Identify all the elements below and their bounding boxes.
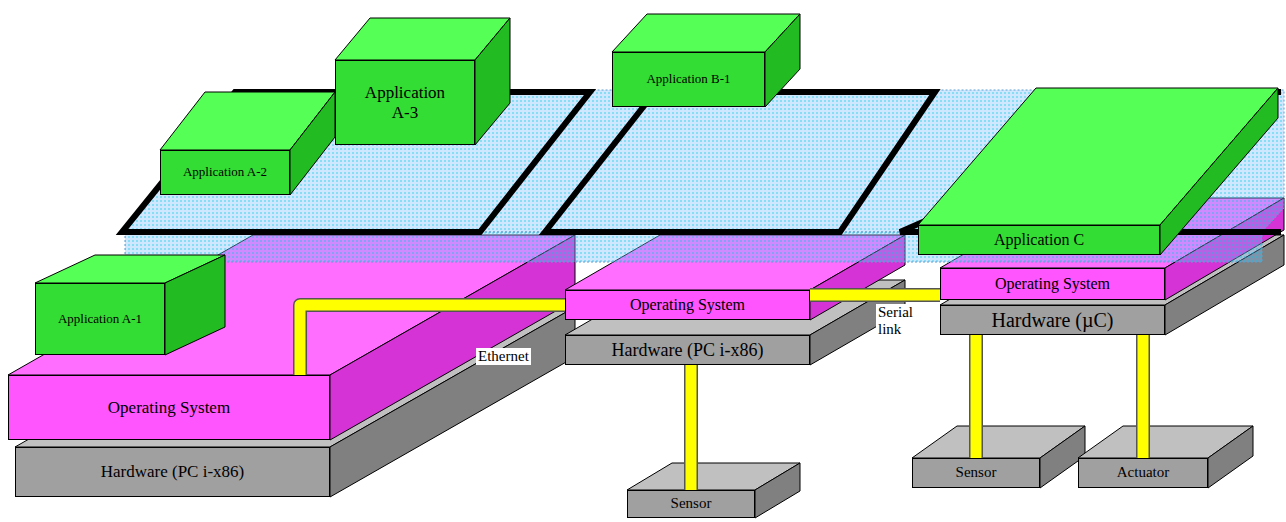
cable [1138, 335, 1149, 458]
link-label: Ethernet [476, 348, 531, 365]
node-label: Operating System [108, 398, 230, 418]
box-side [765, 14, 800, 107]
sensor-box: Sensor [912, 458, 1040, 488]
cable [969, 335, 983, 458]
node-label: Application A-3 [355, 83, 455, 122]
node-label: Actuator [1117, 464, 1169, 481]
box-side [165, 255, 225, 355]
cable-connector [300, 305, 565, 375]
node-label: Application B-1 [646, 72, 730, 87]
cable [686, 365, 697, 490]
node-label: Operating System [630, 296, 745, 314]
node-label: Hardware (PC i-x86) [612, 340, 764, 361]
os-box: Operating System [8, 375, 330, 440]
cable [684, 365, 698, 490]
node-label: Sensor [956, 464, 997, 481]
cable-connector [1143, 335, 1144, 458]
sensor-box: Sensor [627, 490, 755, 518]
application-box: Application A-1 [35, 283, 165, 355]
box-side [1160, 88, 1278, 255]
actuator-box: Actuator [1078, 458, 1208, 488]
node-label: Application A-2 [183, 165, 267, 180]
node-label: Application A-1 [58, 312, 142, 327]
box-side [330, 235, 575, 440]
box-side [755, 463, 800, 518]
cable-connector [810, 295, 940, 296]
cable [971, 335, 982, 458]
cable-connector [976, 335, 977, 458]
box-side [290, 92, 335, 195]
node-label: Hardware (µC) [991, 309, 1113, 332]
box-side [475, 18, 510, 145]
cable [300, 305, 565, 375]
node-label: Hardware (PC i-x86) [101, 462, 245, 482]
cable [1136, 335, 1150, 458]
node-label: Sensor [671, 495, 712, 512]
cable [300, 305, 565, 375]
application-box: Application C [918, 225, 1160, 255]
os-box: Operating System [565, 290, 810, 320]
cable [810, 290, 940, 301]
link-label: Serial link [876, 304, 925, 337]
node-label: Operating System [995, 275, 1110, 293]
os-box: Operating System [940, 268, 1165, 300]
middleware-frame [545, 92, 935, 232]
application-box: Application B-1 [612, 52, 765, 107]
hardware-box: Hardware (PC i-x86) [15, 447, 330, 497]
hardware-box: Hardware (PC i-x86) [565, 335, 810, 365]
application-box: Application A-2 [160, 150, 290, 195]
application-box: Application A-3 [335, 60, 475, 145]
cable-connector [691, 365, 692, 490]
hardware-box: Hardware (µC) [940, 305, 1165, 335]
cable [810, 288, 940, 302]
node-label: Application C [994, 231, 1084, 249]
box-side [1208, 426, 1253, 488]
